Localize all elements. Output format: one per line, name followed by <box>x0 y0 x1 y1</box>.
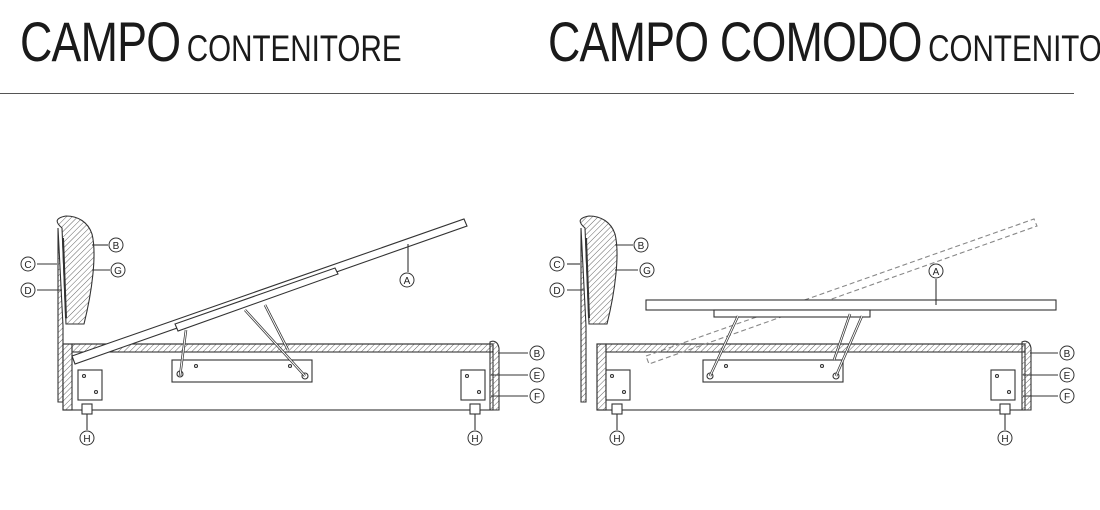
raised-platform <box>645 299 1057 311</box>
corner-block-left <box>605 369 631 401</box>
callout-a: A <box>399 272 415 288</box>
headboard-back <box>580 227 587 403</box>
callouts-right: B G C D A B E F H H <box>549 237 1075 446</box>
callout-h: H <box>467 430 483 446</box>
foot-right <box>999 403 1011 415</box>
callout-c: C <box>20 256 36 272</box>
callouts-left: B G C D A B E F H H <box>20 237 545 446</box>
callout-h: H <box>609 430 625 446</box>
callout-e: E <box>1059 367 1075 383</box>
foot-left <box>611 403 623 415</box>
callout-label: A <box>404 276 411 287</box>
platform-tilted-ghost <box>645 218 1038 365</box>
callout-a: A <box>928 263 944 279</box>
title-sub: CONTENITORE <box>186 28 402 69</box>
callout-f: F <box>1059 388 1075 404</box>
title-main: CAMPO COMODO <box>548 10 923 73</box>
frame-left-side <box>62 343 73 411</box>
callout-label: G <box>643 266 651 277</box>
foot-panel <box>489 340 500 411</box>
callout-b: B <box>1059 345 1075 361</box>
callout-b: B <box>529 345 545 361</box>
foot-right <box>469 403 481 415</box>
drawing-campo-contenitore <box>37 215 528 430</box>
callout-c: C <box>549 256 565 272</box>
platform-rail <box>713 309 871 318</box>
callout-label: D <box>24 286 31 297</box>
callout-label: F <box>534 392 540 403</box>
callout-label: B <box>534 349 541 360</box>
corner-block-right <box>460 369 486 401</box>
drawing-campo-comodo-contenitore <box>567 215 1058 430</box>
callout-label: H <box>1001 434 1008 445</box>
title-sub: CONTENITORE <box>928 28 1100 69</box>
callout-label: E <box>1064 371 1071 382</box>
headboard-cushion <box>56 215 95 325</box>
callout-g: G <box>639 262 655 278</box>
callout-label: D <box>553 286 560 297</box>
callout-label: F <box>1064 392 1070 403</box>
callout-label: B <box>638 241 645 252</box>
callout-label: C <box>553 260 560 271</box>
platform-rail <box>174 267 339 332</box>
callout-d: D <box>549 282 565 298</box>
callout-h: H <box>79 430 95 446</box>
foot-left <box>81 403 93 415</box>
callout-label: H <box>613 434 620 445</box>
callout-label: H <box>83 434 90 445</box>
callout-label: B <box>1064 349 1071 360</box>
callout-d: D <box>20 282 36 298</box>
frame-left-side <box>596 343 607 411</box>
header-divider <box>0 93 1074 94</box>
corner-block-left <box>77 369 103 401</box>
callout-label: E <box>534 371 541 382</box>
mechanism-plate <box>171 359 313 383</box>
corner-block-right <box>990 369 1016 401</box>
callout-e: E <box>529 367 545 383</box>
callout-label: A <box>933 267 940 278</box>
callout-b: B <box>108 237 124 253</box>
callout-label: B <box>113 241 120 252</box>
foot-panel <box>1021 340 1032 411</box>
mechanism-plate <box>702 359 844 383</box>
headboard-inner-line <box>62 237 67 319</box>
callout-b: B <box>633 237 649 253</box>
callout-h: H <box>997 430 1013 446</box>
callout-label: C <box>24 260 31 271</box>
callout-label: H <box>471 434 478 445</box>
headboard-back <box>57 227 64 403</box>
title-campo-comodo-contenitore: CAMPO COMODOCONTENITORE <box>548 14 1100 70</box>
callout-g: G <box>110 262 126 278</box>
headboard-cushion <box>579 215 618 325</box>
callout-label: G <box>114 266 122 277</box>
title-main: CAMPO <box>20 10 181 73</box>
callout-f: F <box>529 388 545 404</box>
